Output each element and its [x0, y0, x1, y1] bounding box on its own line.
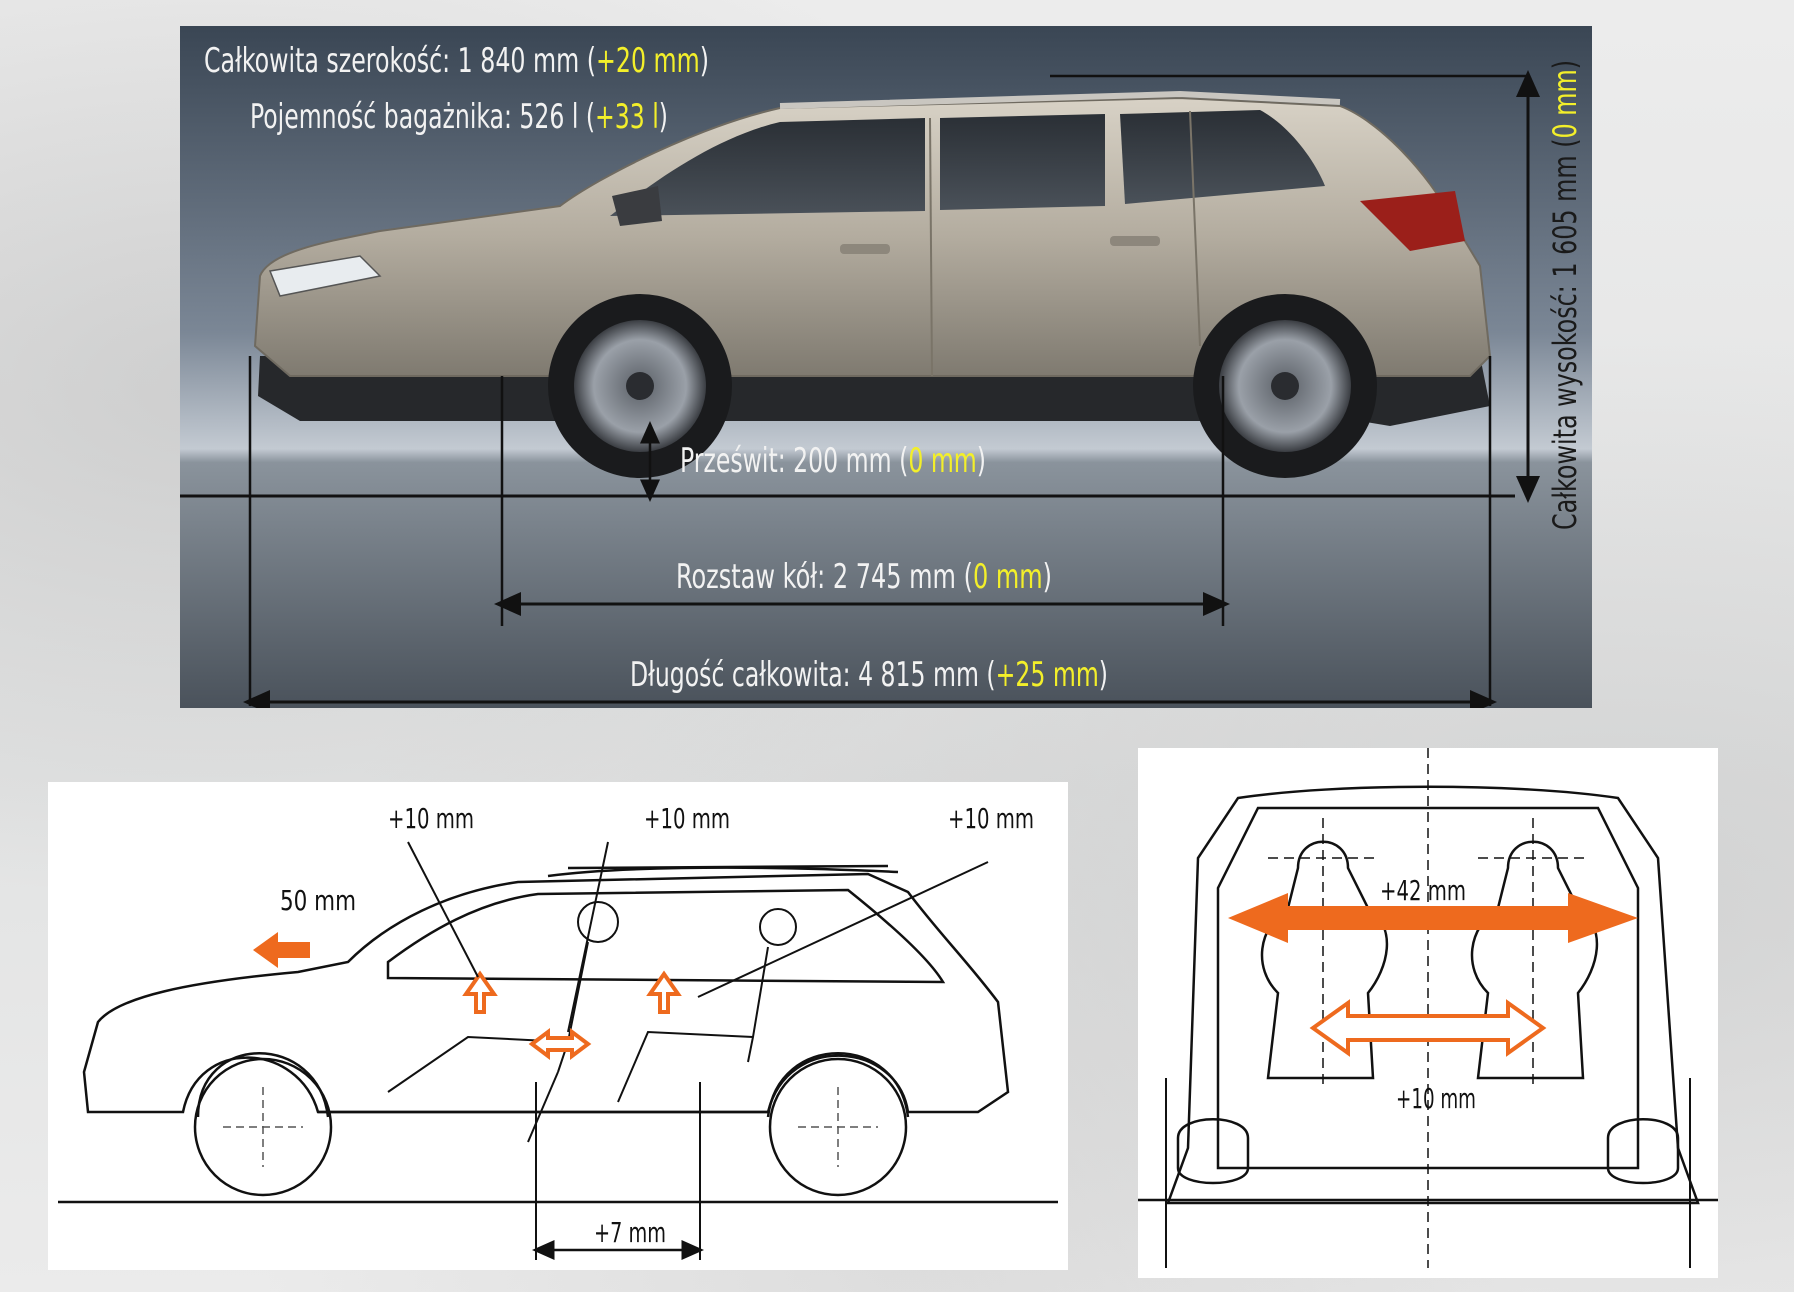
car-side-outline-icon: +10 mm +10 mm +10 mm 50 mm +7 mm	[58, 802, 1058, 1260]
trunk-label: Pojemność bagażnika: 526 l (+33 l)	[250, 97, 668, 137]
car-side-photo-icon	[253, 90, 1492, 478]
seat-occupant-icon	[387, 901, 797, 1143]
rear-wheel	[1193, 294, 1377, 478]
interior-side-panel: +10 mm +10 mm +10 mm 50 mm +7 mm	[48, 782, 1068, 1270]
seat-gap-arrow-double-icon	[528, 1028, 592, 1060]
mid-headroom-label: +10 mm	[644, 802, 730, 835]
front-headroom-label: +10 mm	[388, 802, 474, 835]
length-label: Długość całkowita: 4 815 mm (+25 mm)	[630, 655, 1108, 695]
hood-arrow-left-icon	[253, 932, 310, 968]
height-label: Całkowita wysokość: 1 605 mm (0 mm)	[1546, 60, 1584, 530]
car-photo-illustration: Całkowita szerokość: 1 840 mm (+20 mm) P…	[180, 26, 1592, 708]
hip-label: +10 mm	[1396, 1082, 1476, 1115]
shoulder-label: +42 mm	[1380, 874, 1466, 907]
shoulder-arrow-double-icon	[1228, 893, 1638, 943]
hip-arrow-double-icon	[1309, 999, 1547, 1057]
legroom-label: +7 mm	[594, 1216, 666, 1249]
dimensions-panel: Całkowita szerokość: 1 840 mm (+20 mm) P…	[180, 26, 1592, 708]
clearance-label: Prześwit: 200 mm (0 mm)	[680, 441, 986, 481]
front-wheel	[548, 294, 732, 478]
interior-front-panel: +42 mm +10 mm	[1138, 748, 1718, 1278]
car-front-outline-icon: +42 mm +10 mm	[1138, 748, 1718, 1268]
hood-label: 50 mm	[280, 884, 356, 917]
wheelbase-label: Rozstaw kół: 2 745 mm (0 mm)	[676, 557, 1052, 597]
rear-headroom-label: +10 mm	[948, 802, 1034, 835]
rear-headroom-arrow-up-icon	[646, 970, 682, 1014]
front-headroom-arrow-up-icon	[462, 970, 498, 1014]
width-label: Całkowita szerokość: 1 840 mm (+20 mm)	[204, 41, 709, 81]
